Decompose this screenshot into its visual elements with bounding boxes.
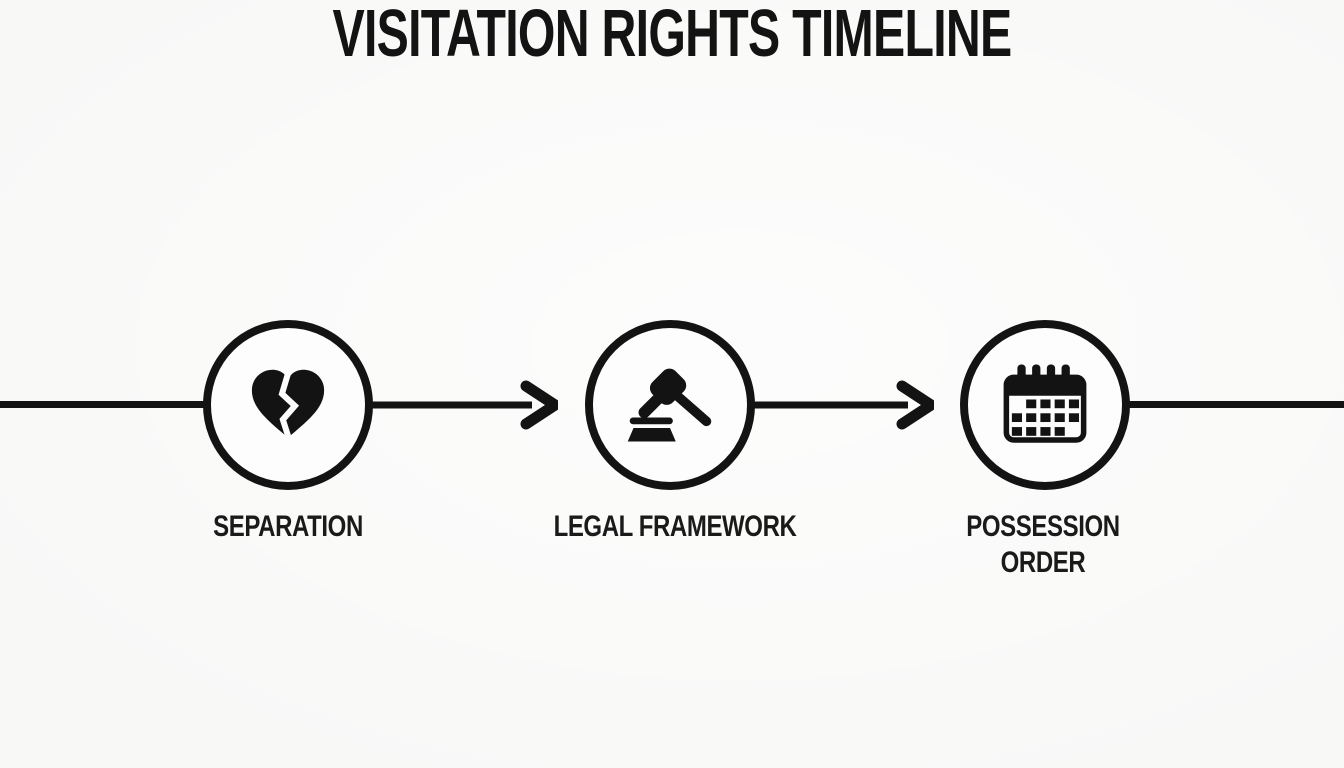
timeline-line-right [1127,401,1344,408]
step-label-legal-framework: LEGAL FRAMEWORK [553,510,797,543]
step-label-possession-order: POSSESSION ORDER [966,510,1120,579]
broken-heart-icon [251,369,325,443]
gavel-icon [627,368,712,442]
arrow-right-icon [372,380,558,430]
arrow-right-icon [748,380,934,430]
timeline-line-left [0,401,206,408]
calendar-icon [1003,364,1087,443]
step-label-separation: SEPARATION [213,510,363,543]
timeline-node-separation [203,320,373,490]
timeline-node-possession-order [960,320,1130,490]
timeline-node-legal-framework [585,320,755,490]
page-title: VISITATION RIGHTS TIMELINE [332,0,1013,71]
